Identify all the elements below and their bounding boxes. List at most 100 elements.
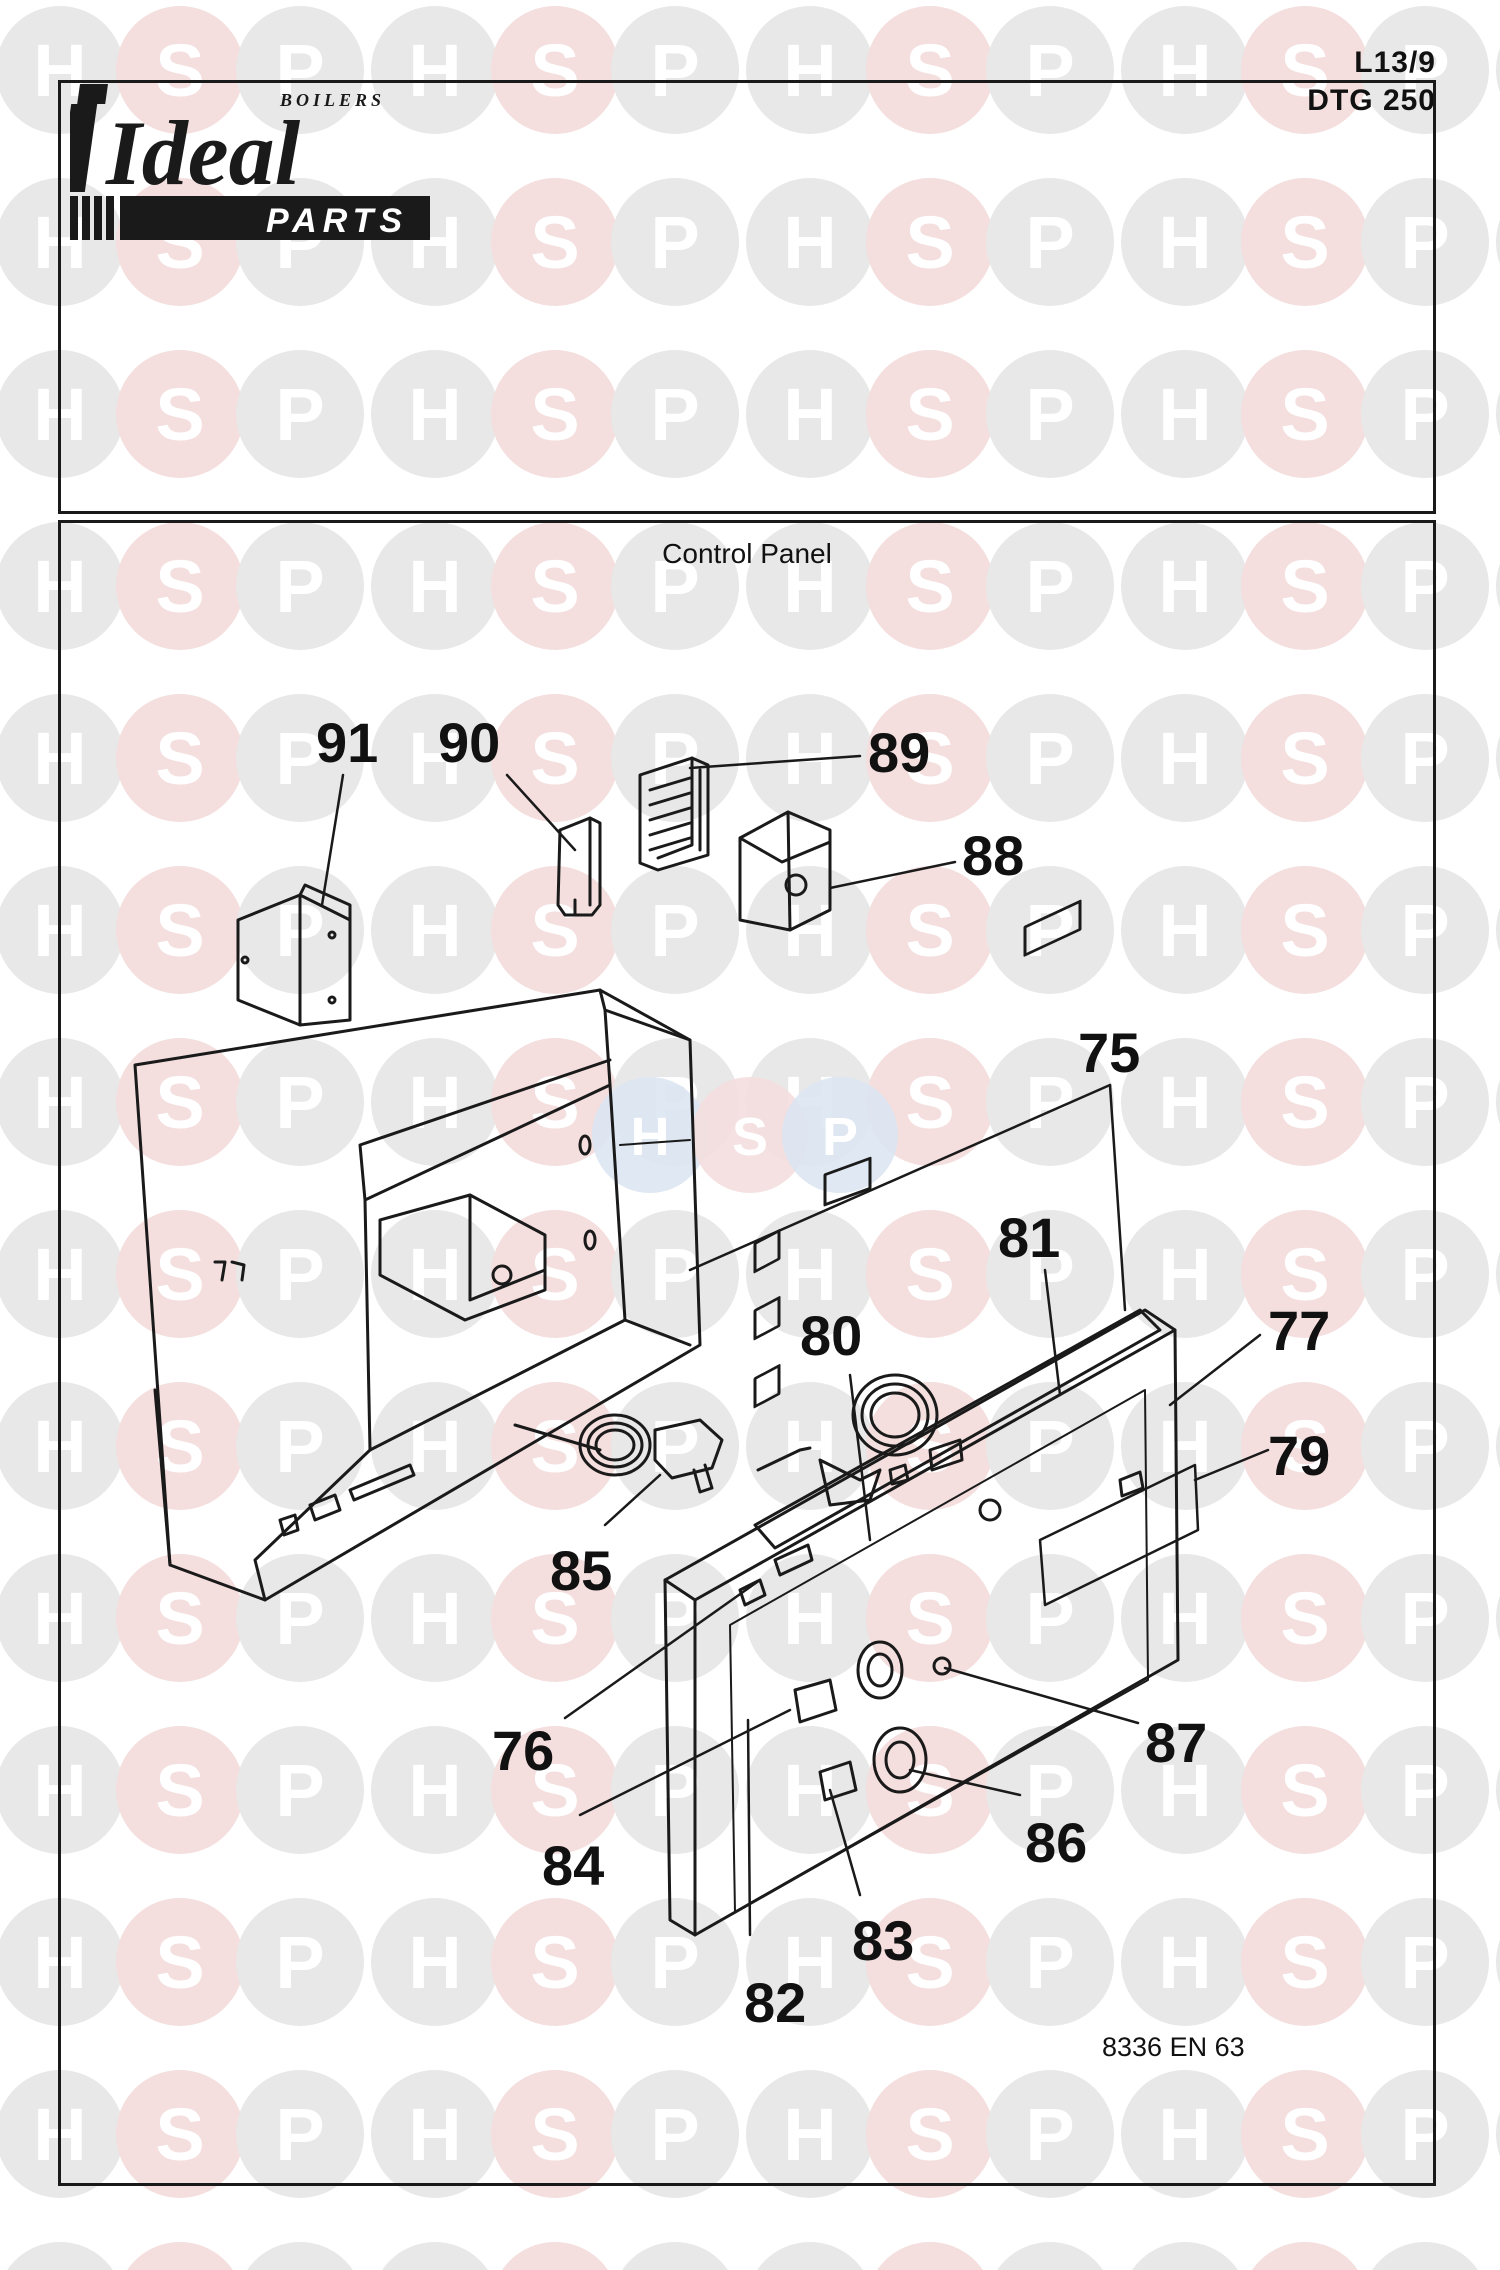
watermark-circle [116,1726,244,1854]
logo-parts-text: PARTS [266,202,408,240]
watermark-letter: H [783,2093,836,2176]
callout-79: 79 [1268,1424,1330,1487]
watermark-circle [1496,1939,1500,1985]
logo-bars [70,196,430,240]
watermark-letter: P [275,1061,324,1144]
watermark-letter: P [1400,2265,1449,2270]
watermark-letter: H [1158,1061,1211,1144]
watermark-circle [866,1038,994,1166]
watermark-circle [0,1898,124,2026]
watermark-letter: P [1400,1577,1449,1660]
watermark-circle [1121,1382,1249,1510]
watermark-letter: P [1025,889,1074,972]
watermark-circle [1361,6,1489,134]
watermark-letter: S [155,1233,204,1316]
watermark-letter: P [1025,1921,1074,2004]
front-control-panel [663,899,1200,1937]
watermark-letter: P [1400,545,1449,628]
watermark-letter: H [1158,1233,1211,1316]
watermark-circle [236,1898,364,2026]
watermark-circle [866,2070,994,2198]
watermark-circle [1496,1423,1500,1469]
watermark-circle [1121,1898,1249,2026]
watermark-circle [1496,563,1500,609]
watermark-letter: S [1280,717,1329,800]
watermark-letter: H [1158,1921,1211,2004]
watermark-letter: S [530,2265,579,2270]
watermark-letter: P [1400,1233,1449,1316]
watermark-letter: H [783,29,836,112]
watermark-letter: S [530,889,579,972]
watermark-circle [116,1038,244,1166]
watermark-letter: H [408,1233,461,1316]
watermark-letter: S [530,1233,579,1316]
watermark-letter: S [155,717,204,800]
watermark-letter: S [905,545,954,628]
watermark-letter: P [1400,1749,1449,1832]
watermark-letter: P [1025,717,1074,800]
watermark-letter: P [275,545,324,628]
watermark-letter: P [650,889,699,972]
watermark-letter: H [1158,201,1211,284]
watermark-letter: H [408,1749,461,1832]
watermark-circle [0,1726,124,1854]
watermark-letter: S [1280,1749,1329,1832]
watermark-letter: S [1280,2265,1329,2270]
watermark-circle [0,178,124,306]
watermark-circle [371,1726,499,1854]
watermark-letter: S [905,1921,954,2004]
watermark-circle [0,350,124,478]
watermark-circle [1241,1898,1369,2026]
watermark-letter: S [155,889,204,972]
watermark-letter: S [1280,889,1329,972]
watermark-circle [247,2242,353,2270]
watermark-circle [1496,391,1500,437]
callout-90: 90 [438,711,500,774]
watermark-circle [611,1382,739,1510]
watermark-letter: P [275,1921,324,2004]
watermark-circle [746,1898,874,2026]
watermark-letter: S [905,201,954,284]
watermark-circle [997,2242,1103,2270]
watermark-letter: H [783,545,836,628]
watermark-circle [236,1726,364,1854]
part-89-terminal-block [638,756,710,872]
watermark-circle [1361,1554,1489,1682]
watermark-circle [236,1554,364,1682]
watermark-circle [611,866,739,994]
watermark-circle [0,1382,124,1510]
part-88-cover [738,810,832,932]
watermark-circle [1121,1726,1249,1854]
watermark-letter: S [905,717,954,800]
watermark-circle [746,350,874,478]
watermark-letter: S [155,1577,204,1660]
callout-77: 77 [1268,1299,1330,1362]
watermark-circle [236,522,364,650]
watermark-letter: S [905,1061,954,1144]
watermark-circle [1496,1079,1500,1125]
diagram-frame [58,520,1436,2186]
watermark-circle [986,1382,1114,1510]
watermark-letter: P [1025,2265,1074,2270]
watermark-circle [1372,2242,1478,2270]
watermark-circle [866,522,994,650]
watermark-letter: H [783,2265,836,2270]
watermark-letter: P [1025,1405,1074,1488]
watermark-circle [611,1898,739,2026]
watermark-letter: P [1400,1921,1449,2004]
watermark-circle [746,866,874,994]
watermark-circle [1496,47,1500,93]
watermark-letter: S [530,1921,579,2004]
watermark-circle [611,522,739,650]
watermark-letter: H [1158,373,1211,456]
watermark-letter: S [1280,1061,1329,1144]
watermark-letter: H [408,1061,461,1144]
watermark-letter: P [275,1405,324,1488]
watermark-letter: P [650,373,699,456]
watermark-circle [236,2070,364,2198]
watermark-circle [1121,1210,1249,1338]
watermark-letter: S [155,373,204,456]
watermark-circle [491,6,619,134]
watermark-letter: S [1280,1577,1329,1660]
